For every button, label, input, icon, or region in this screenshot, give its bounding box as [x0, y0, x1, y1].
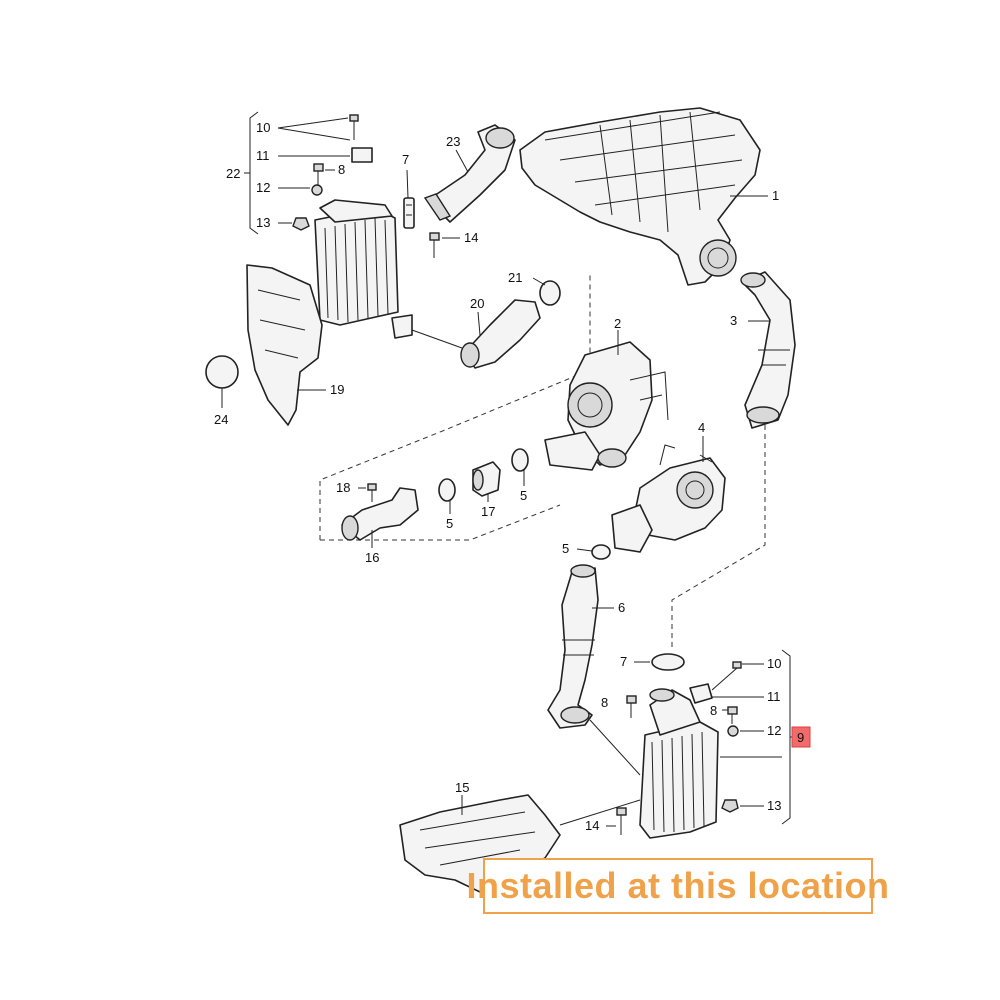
- compressor-housing: [544, 341, 669, 471]
- callout-14-lower: 14: [585, 818, 599, 833]
- leader-7-upper: [406, 169, 409, 199]
- bolt-14-upper: [429, 232, 440, 258]
- charge-pipe-3: [740, 271, 796, 429]
- clamp-7-lower: [651, 653, 685, 671]
- sensor-11-upper: [351, 147, 373, 163]
- callout-17: 17: [481, 504, 495, 519]
- nut-13-lower: [721, 799, 739, 813]
- callout-3: 3: [730, 313, 737, 328]
- callout-11-upper: 11: [256, 148, 270, 163]
- air-guide-19: [246, 264, 323, 426]
- nut-12-lower: [727, 725, 739, 737]
- leader-20: [477, 311, 481, 336]
- nut-12-upper: [311, 184, 323, 196]
- callout-13-lower: 13: [767, 798, 781, 813]
- charge-pipe-6: [547, 564, 599, 729]
- assembly-boundary-lower: [320, 504, 561, 541]
- callout-5-mid: 5: [520, 488, 527, 503]
- callout-10-upper: 10: [256, 120, 270, 135]
- callout-9: 9: [797, 730, 804, 745]
- callout-10-lower: 10: [767, 656, 781, 671]
- leader-23: [455, 149, 469, 173]
- intercooler-upper: [314, 199, 413, 339]
- callout-1: 1: [772, 188, 779, 203]
- callout-23: 23: [446, 134, 460, 149]
- bolt-8-lower-b: [727, 706, 738, 724]
- bolt-18: [367, 483, 377, 502]
- callout-5-left: 5: [446, 516, 453, 531]
- callout-5-lower: 5: [562, 541, 569, 556]
- charge-pipe-23: [423, 124, 516, 223]
- callout-12-upper: 12: [256, 180, 270, 195]
- nut-13-upper: [292, 217, 310, 231]
- sensor-11-lower: [689, 683, 713, 704]
- leader-15-mount: [559, 799, 641, 826]
- install-location-text: Installed at this location: [466, 865, 890, 906]
- turbocharger: [611, 444, 726, 553]
- callout-2: 2: [614, 316, 621, 331]
- callout-8-lower-b: 8: [710, 703, 717, 718]
- bracket-9: [781, 649, 791, 825]
- callout-19: 19: [330, 382, 344, 397]
- hose-20: [460, 299, 541, 369]
- hose-16: [341, 487, 419, 541]
- callout-16: 16: [365, 550, 379, 565]
- bolt-8-lower-a: [626, 695, 637, 718]
- callout-8-lower-a: 8: [601, 695, 608, 710]
- callout-4: 4: [698, 420, 705, 435]
- assembly-boundary-upper: [319, 275, 591, 540]
- gasket-24: [205, 355, 239, 389]
- clamp-5-left: [438, 478, 456, 502]
- leader-6-route: [589, 719, 641, 776]
- clamp-5-lower: [591, 544, 611, 560]
- clamp-21: [539, 280, 561, 306]
- bolt-14-lower: [616, 807, 627, 835]
- callout-24: 24: [214, 412, 228, 427]
- callout-11-lower: 11: [767, 689, 781, 704]
- callout-22: 22: [226, 166, 240, 181]
- screw-10-upper: [349, 114, 359, 140]
- callout-13-upper: 13: [256, 215, 270, 230]
- coupling-17: [472, 461, 501, 497]
- highlight-9-box: [791, 726, 811, 748]
- callout-20: 20: [470, 296, 484, 311]
- callout-7-lower: 7: [620, 654, 627, 669]
- leader-21: [532, 277, 546, 286]
- callout-12-lower: 12: [767, 723, 781, 738]
- leader-10-upper: [277, 117, 351, 141]
- intercooler-lower: [639, 688, 719, 839]
- clamp-5-mid: [511, 448, 529, 472]
- bolt-8-upper: [313, 163, 324, 186]
- callout-14-upper: 14: [464, 230, 478, 245]
- callout-8-upper: 8: [338, 162, 345, 177]
- leader-5-lower: [576, 548, 593, 552]
- intake-manifold: [519, 107, 761, 286]
- callout-6: 6: [618, 600, 625, 615]
- callout-7-upper: 7: [402, 152, 409, 167]
- screw-10-lower: [711, 661, 742, 691]
- pipe-route-dashed: [671, 425, 766, 648]
- callout-15: 15: [455, 780, 469, 795]
- clamp-upper: [403, 197, 415, 229]
- callout-18: 18: [336, 480, 350, 495]
- leader-20-pipe: [411, 329, 463, 349]
- install-location-banner: Installed at this location: [466, 858, 889, 914]
- callout-21: 21: [508, 270, 522, 285]
